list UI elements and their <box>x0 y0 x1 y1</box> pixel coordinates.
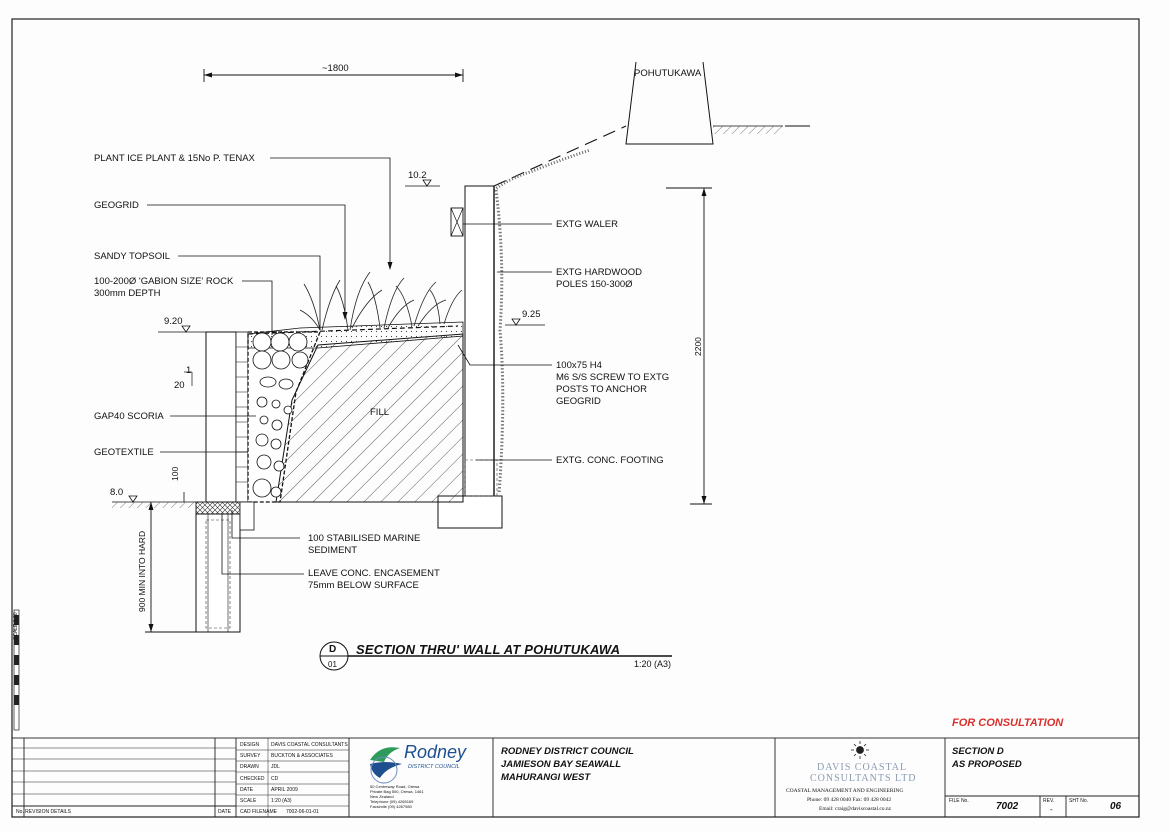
survey-value: BUCKTON & ASSOCIATES <box>271 753 333 759</box>
label-geotextile: GEOTEXTILE <box>94 447 154 458</box>
label-geogrid: GEOGRID <box>94 200 139 211</box>
davis-phone: Phone: 09 428 0040 Fax: 09 428 0042 <box>807 797 892 803</box>
checked-label: CHECKED <box>240 776 265 782</box>
rev-value: - <box>1050 805 1053 814</box>
label-encase-1: LEAVE CONC. ENCASEMENT <box>308 568 440 579</box>
rodney-logo-icon <box>370 747 402 784</box>
level-920-mark <box>158 325 206 333</box>
scale-bar <box>13 609 20 731</box>
dim-900 <box>145 502 196 633</box>
level-920-label: 9.20 <box>164 316 183 327</box>
cad-label: CAD FILENAME <box>240 809 277 815</box>
label-encase-2: 75mm BELOW SURFACE <box>308 580 419 591</box>
dim-1800-label: ~1800 <box>322 63 349 74</box>
level-925-label: 9.25 <box>522 309 541 320</box>
fill-label: FILL <box>370 407 390 418</box>
pohutukawa-tree <box>625 61 810 145</box>
section-title: SECTION THRU' WALL AT POHUTUKAWA <box>356 642 621 657</box>
date-label: DATE <box>240 787 253 793</box>
drawn-label: DRAWN <box>240 764 259 770</box>
dim-100-label: 100 <box>170 466 180 481</box>
drawn-value: JDL <box>271 764 280 770</box>
rodney-logo-name: Rodney <box>404 742 467 762</box>
label-screw-3: POSTS TO ANCHOR <box>556 384 647 395</box>
leader-lines <box>147 157 552 575</box>
dim-2200-label: 2200 <box>693 337 703 356</box>
label-waler: EXTG WALER <box>556 219 618 230</box>
sheet-border <box>11 18 1140 818</box>
slope-ratio <box>184 371 193 386</box>
sheet-label: SHT No. <box>1069 798 1089 804</box>
sheet-title-1: AS PROPOSED <box>952 759 1022 770</box>
existing-footing <box>437 459 503 529</box>
rodney-logo-sub: DISTRICT COUNCIL <box>408 764 460 770</box>
davis-line2: CONSULTANTS LTD <box>810 773 917 784</box>
label-scoria: GAP40 SCORIA <box>94 411 164 422</box>
label-marine-1: 100 STABILISED MARINE <box>308 533 421 544</box>
survey-label: SURVEY <box>240 753 261 759</box>
project-line-1: JAMIESON BAY SEAWALL <box>501 759 621 770</box>
dim-900-label: 900 MIN INTO HARD <box>137 530 147 612</box>
consultation-stamp: FOR CONSULTATION <box>952 717 1064 729</box>
rodney-address-4: Facsimile (09) 4267980 <box>370 804 412 809</box>
dim-2200 <box>666 187 712 505</box>
slope-line <box>493 125 627 187</box>
level-80-label: 8.0 <box>110 487 124 498</box>
cad-value: 7002-06-01-01 <box>286 809 319 815</box>
label-screw-4: GEOGRID <box>556 396 601 407</box>
label-rock-2: 300mm DEPTH <box>94 288 161 299</box>
label-plant: PLANT ICE PLANT & 15No P. TENAX <box>94 153 255 164</box>
label-screw-2: M6 S/S SCREW TO EXTG <box>556 372 670 383</box>
scale-value: 1:20 (A3) <box>271 798 292 804</box>
level-102-mark <box>405 179 440 187</box>
title-block-frame <box>11 737 1140 818</box>
rev-label: REV. <box>1043 798 1055 804</box>
label-topsoil: SANDY TOPSOIL <box>94 251 171 262</box>
section-sheet: 01 <box>328 660 337 669</box>
level-925-mark <box>505 318 545 326</box>
new-wall <box>195 321 464 633</box>
project-line-2: MAHURANGI WEST <box>501 772 591 783</box>
davis-email: Email: craig@daviscoastal.co.nz <box>819 806 892 812</box>
section-bubble <box>319 641 672 671</box>
pohutukawa-label: POHUTUKAWA <box>634 68 702 79</box>
section-scale: 1:20 (A3) <box>634 659 672 669</box>
top-dimension <box>203 69 464 82</box>
slope-1-label: 1 <box>186 365 192 376</box>
sheet-title-0: SECTION D <box>952 746 1004 757</box>
label-poles-1: EXTG HARDWOOD <box>556 267 643 278</box>
label-screw-1: 100x75 H4 <box>556 360 602 371</box>
checked-value: CD <box>271 776 279 782</box>
davis-sun-icon <box>851 741 869 759</box>
rodney-address-3: Telephone (09) 4265169 <box>370 799 414 804</box>
rodney-address-2: New Zealand <box>370 794 394 799</box>
scale-bar-label: SCALE 1:20 <box>13 612 19 640</box>
label-footing: EXTG. CONC. FOOTING <box>556 455 664 466</box>
sheet-value: 06 <box>1110 801 1122 812</box>
level-102-label: 10.2 <box>408 170 427 181</box>
section-letter: D <box>329 644 337 655</box>
plants <box>299 271 463 331</box>
leader-arrows <box>342 262 393 320</box>
label-rock-1: 100-200Ø 'GABION SIZE' ROCK <box>94 276 234 287</box>
date-header: DATE <box>218 809 231 815</box>
rodney-address-1: Private Bag 500, Orewa, 1461 <box>370 789 424 794</box>
label-marine-2: SEDIMENT <box>308 545 358 556</box>
revision-header: No. REVISION DETAILS <box>16 809 71 815</box>
level-80-mark <box>112 495 196 508</box>
design-value: DAVIS COASTAL CONSULTANTS <box>271 742 348 748</box>
slope-20-label: 20 <box>174 380 185 391</box>
date-value: APRIL 2009 <box>271 787 298 793</box>
label-poles-2: POLES 150-300Ø <box>556 279 633 290</box>
rodney-address-0: 50 Centreway Road, Orewa <box>370 784 420 789</box>
davis-line3: COASTAL MANAGEMENT AND ENGINEERING <box>786 788 904 794</box>
file-value: 7002 <box>996 801 1019 812</box>
scale-label: SCALE <box>240 798 257 804</box>
project-line-0: RODNEY DISTRICT COUNCIL <box>501 746 634 757</box>
file-label: FILE No. <box>949 798 969 804</box>
davis-line1: DAVIS COASTAL <box>817 762 908 773</box>
design-label: DESIGN <box>240 742 260 748</box>
